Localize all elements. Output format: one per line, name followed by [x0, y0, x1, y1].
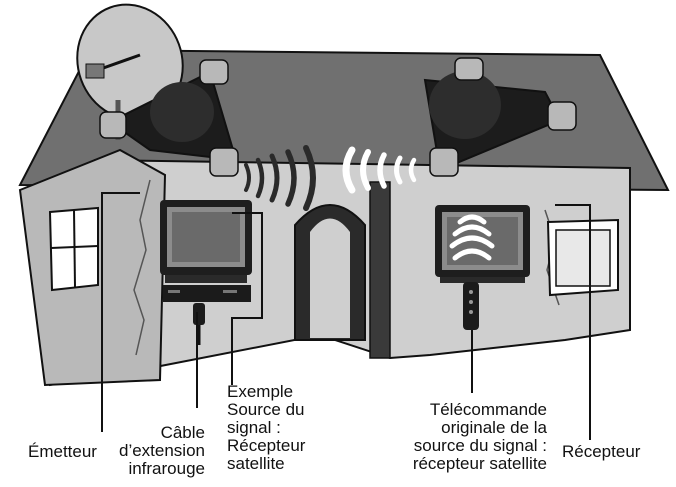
- ir-emitter-icon: [99, 59, 239, 177]
- ir-receiver-icon: [423, 57, 577, 177]
- wall-crack: [133, 179, 151, 356]
- label-cable: Câble d’extension infrarouge: [119, 424, 205, 478]
- tv-icon: [160, 200, 252, 283]
- label-telecommande-line1: Télécommande: [429, 400, 547, 419]
- label-exemple-line4: Récepteur: [227, 436, 306, 455]
- label-telecommande-line3: source du signal :: [413, 436, 547, 455]
- doorway-inner: [310, 218, 350, 338]
- remote-control-icon: [463, 282, 479, 330]
- label-emetteur: Émetteur: [28, 442, 97, 461]
- receiver-waves-icon: [342, 146, 417, 194]
- label-exemple-line5: satellite: [227, 454, 285, 473]
- label-exemple: Exemple Source du signal : Récepteur sat…: [227, 383, 305, 473]
- tv-icon: [435, 205, 530, 283]
- callout-emetteur: [101, 192, 140, 432]
- right-window: [546, 218, 619, 297]
- label-telecommande-line2: originale de la: [441, 418, 547, 437]
- callout-lines: [101, 192, 591, 440]
- label-recepteur: Récepteur: [562, 442, 641, 461]
- label-exemple-line3: signal :: [227, 418, 281, 437]
- label-telecommande: Télécommande originale de la source du s…: [413, 401, 547, 473]
- emitter-waves-icon: [244, 145, 316, 211]
- label-exemple-line1: Exemple: [227, 382, 294, 401]
- callout-recepteur: [555, 204, 591, 440]
- satellite-receiver-icon: [163, 285, 251, 302]
- signal-waves-icon: [449, 214, 495, 261]
- label-cable-line2: d’extension: [118, 441, 205, 460]
- label-cable-line3: infrarouge: [128, 459, 205, 478]
- pillar: [369, 181, 391, 359]
- label-telecommande-line4: récepteur satellite: [412, 454, 547, 473]
- callout-exemple: [231, 212, 263, 385]
- left-window: [48, 206, 99, 292]
- label-cable-line1: Câble: [160, 423, 205, 442]
- label-exemple-line2: Source du: [227, 400, 305, 419]
